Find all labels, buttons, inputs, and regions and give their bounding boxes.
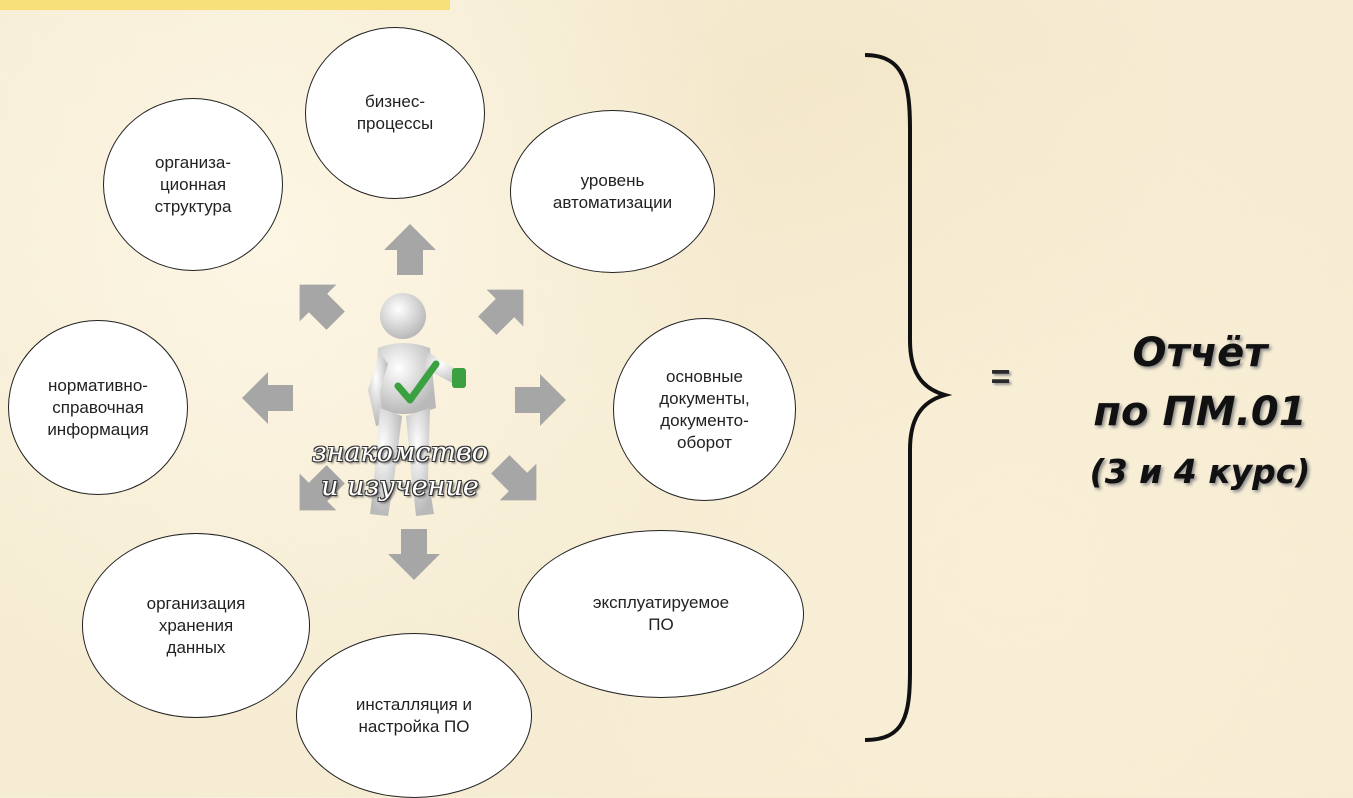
right-brace-icon xyxy=(864,53,953,742)
bubble-automation-level-label: уровень автоматизации xyxy=(552,170,673,212)
equals-sign: = xyxy=(990,358,1010,396)
bubble-data-storage: организация хранения данных xyxy=(82,533,310,718)
bubble-main-documents-label: основные документы, документо- оборот xyxy=(659,366,750,452)
bubble-data-storage-label: организация хранения данных xyxy=(146,593,246,657)
result-subtitle: по ПМ.01 xyxy=(1093,389,1307,435)
bubble-business-processes-label: бизнес- процессы xyxy=(356,92,434,133)
bubble-business-processes: бизнес- процессы xyxy=(305,27,485,199)
bubble-installation: инсталляция и настройка ПО xyxy=(296,633,532,798)
bubble-main-documents: основные документы, документо- оборот xyxy=(613,318,796,501)
result-title: Отчёт xyxy=(1132,330,1268,376)
person-with-checkmark-icon xyxy=(368,293,466,516)
bubble-installation-label: инсталляция и настройка ПО xyxy=(355,694,473,736)
bubble-normative-info: нормативно- справочная информация xyxy=(8,320,188,495)
bubble-automation-level: уровень автоматизации xyxy=(510,110,715,273)
result-course: (3 и 4 курс) xyxy=(1089,452,1311,491)
bubble-normative-info-label: нормативно- справочная информация xyxy=(47,375,149,439)
bubble-org-structure: организа- ционная структура xyxy=(103,98,283,271)
top-accent-bar xyxy=(0,0,450,10)
result-block: Отчёт по ПМ.01 (3 и 4 курс) xyxy=(1040,325,1353,501)
bubble-software-in-use: эксплуатируемое ПО xyxy=(518,530,804,698)
bubble-software-in-use-label: эксплуатируемое ПО xyxy=(592,593,730,634)
center-label: знакомство и изучение xyxy=(311,437,489,502)
bubble-org-structure-label: организа- ционная структура xyxy=(154,152,232,216)
